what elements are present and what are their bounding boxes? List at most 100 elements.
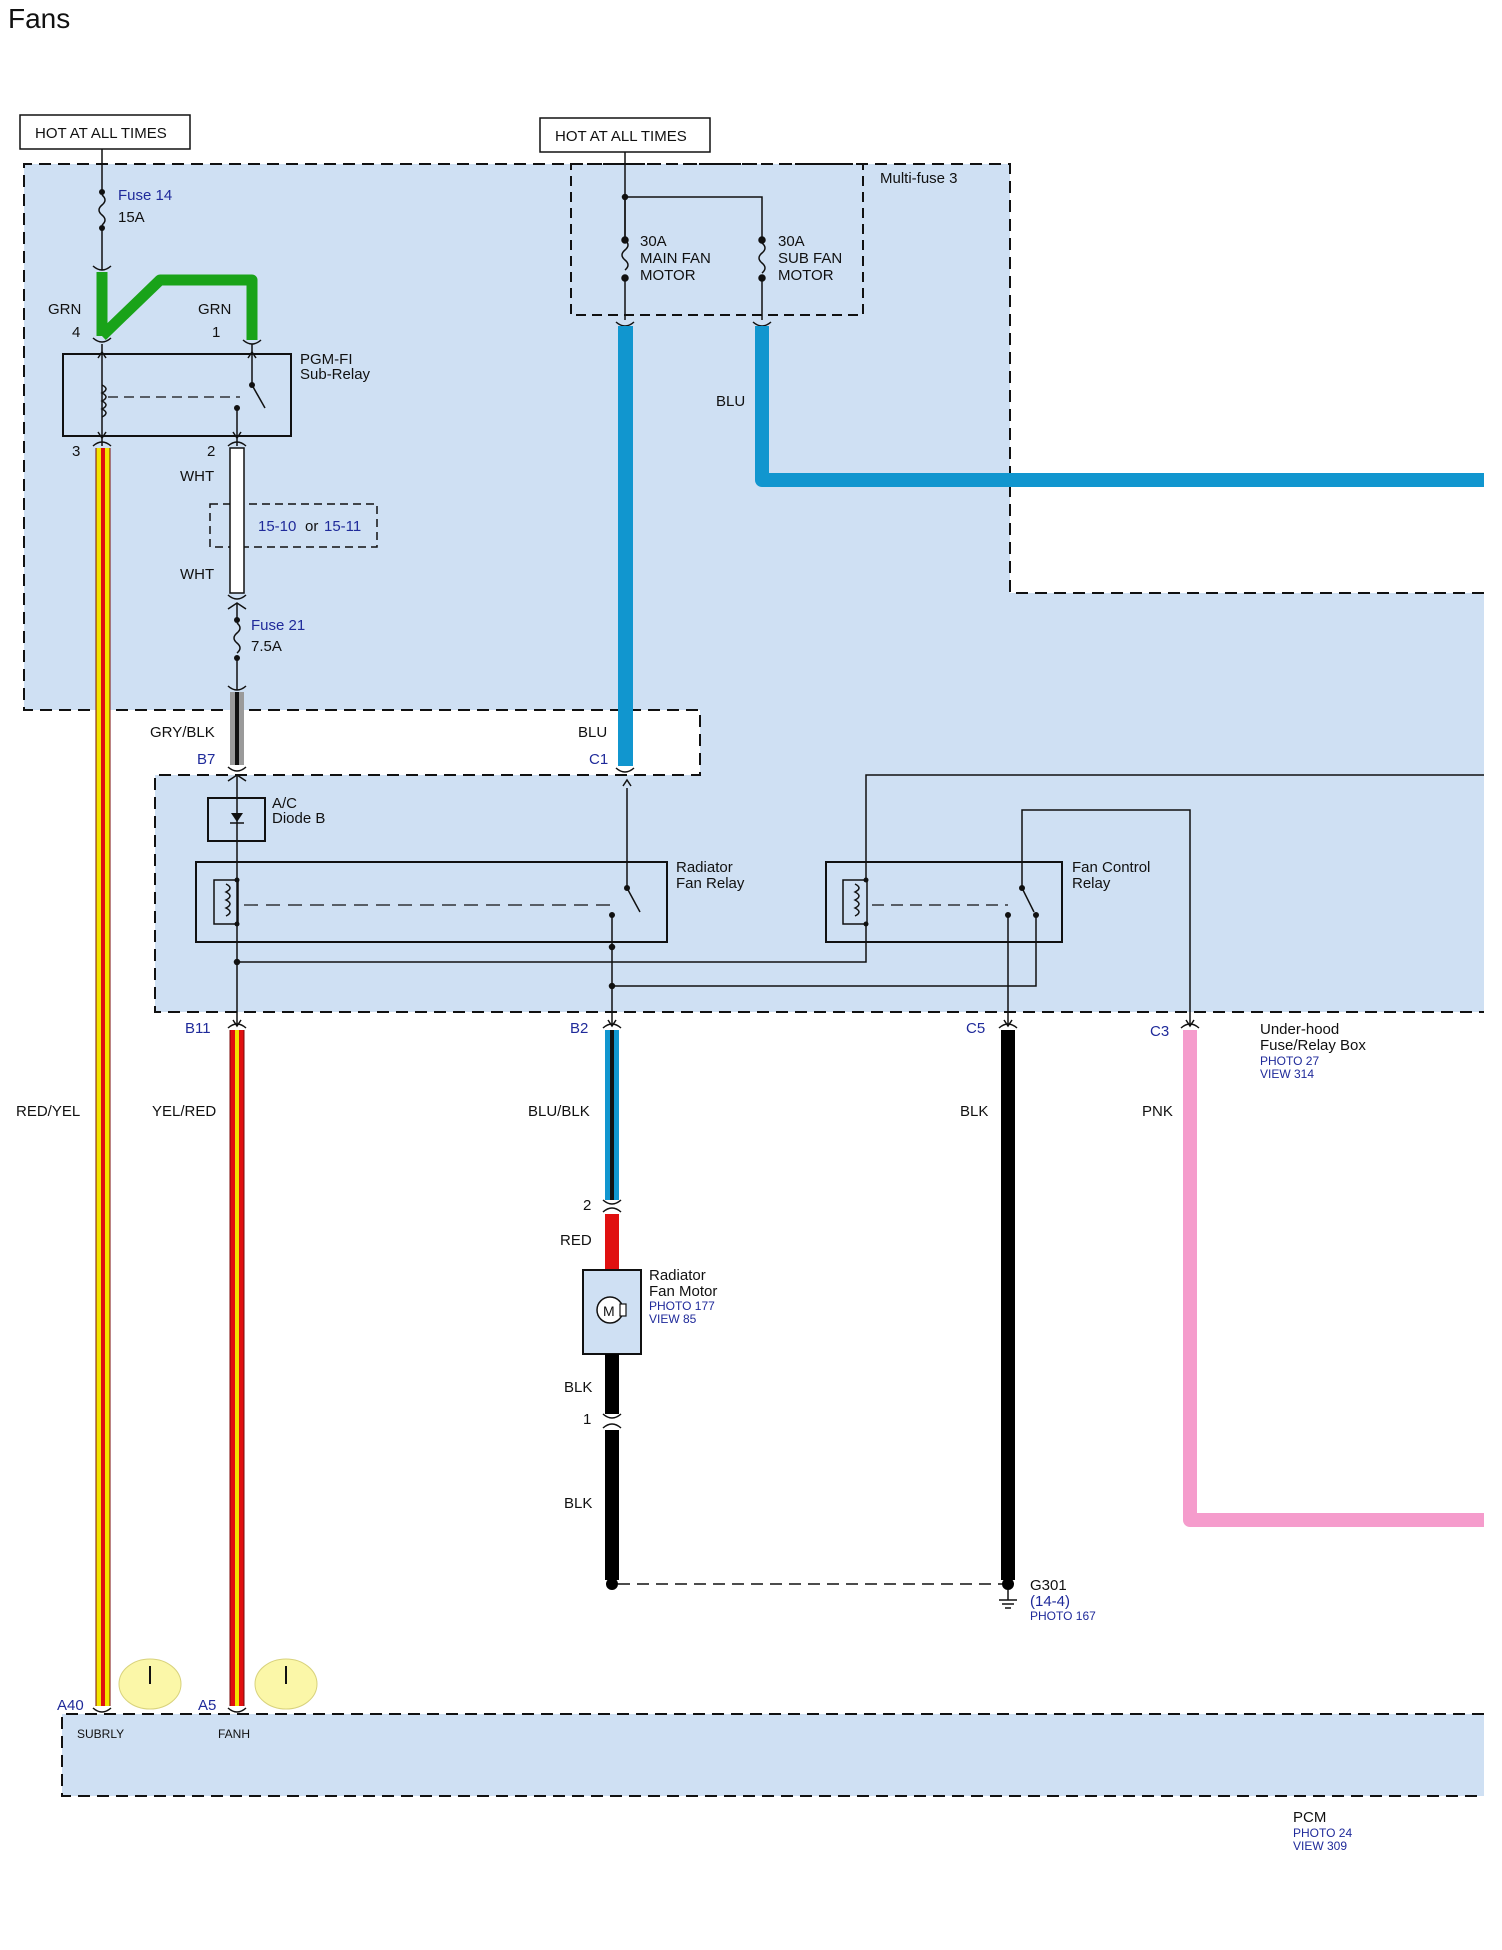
multifuse-box xyxy=(570,163,864,316)
underhood-view: VIEW 314 xyxy=(1260,1067,1314,1081)
fan-motor-photo: PHOTO 177 xyxy=(649,1299,715,1313)
pin-4: 4 xyxy=(72,324,80,341)
alt-fuse-a: 15-10 xyxy=(258,518,296,535)
conn-C3: C3 xyxy=(1150,1023,1169,1040)
diode-line1: A/C xyxy=(272,795,297,812)
motor-pin-2: 2 xyxy=(583,1197,591,1214)
fuse21 xyxy=(227,602,247,691)
ground-name: G301 xyxy=(1030,1577,1067,1594)
conn-A5: A5 xyxy=(198,1697,216,1714)
wire-label-grn-left: GRN xyxy=(48,301,81,318)
pcm-name: PCM xyxy=(1293,1809,1326,1826)
wire-blk-motor xyxy=(605,1354,619,1414)
fan-ctrl-relay-line2: Relay xyxy=(1072,875,1111,892)
alt-fuse-b: 15-11 xyxy=(324,518,361,535)
wire-label-pnk: PNK xyxy=(1142,1103,1173,1120)
wire-red xyxy=(605,1214,619,1274)
pcm-pin-fanh: FANH xyxy=(218,1727,250,1741)
pin-3: 3 xyxy=(72,443,80,460)
wire-label-blu-c1: BLU xyxy=(578,724,607,741)
rad-relay-line1: Radiator xyxy=(676,859,733,876)
ground-ref: (14-4) xyxy=(1030,1593,1070,1610)
clock-icon xyxy=(118,1658,182,1710)
wire-label-wht-top: WHT xyxy=(180,468,214,485)
fuse14-rating: 15A xyxy=(118,209,145,226)
underhood-line2: Fuse/Relay Box xyxy=(1260,1037,1366,1054)
fan-motor-line2: Fan Motor xyxy=(649,1283,717,1300)
underhood-line1: Under-hood xyxy=(1260,1021,1339,1038)
pcm-box xyxy=(62,1714,1484,1796)
ac-diode-b xyxy=(207,774,266,1025)
rad-relay-line2: Fan Relay xyxy=(676,875,745,892)
motor-pin-1: 1 xyxy=(583,1411,591,1428)
hot-label-left: HOT AT ALL TIMES xyxy=(35,125,167,142)
conn-A40: A40 xyxy=(57,1697,84,1714)
shaded-regions xyxy=(23,163,1484,1797)
pin-1: 1 xyxy=(212,324,220,341)
alt-fuse-or: or xyxy=(305,518,318,535)
underhood-box-bottom xyxy=(155,710,1484,1012)
diode-line2: Diode B xyxy=(272,810,325,827)
fan-motor-line1: Radiator xyxy=(649,1267,706,1284)
clock-icon xyxy=(254,1658,318,1710)
radiator-fan-motor: M xyxy=(582,1269,642,1355)
pin-2: 2 xyxy=(207,443,215,460)
wire-red-yel-stripe xyxy=(101,448,105,1706)
main-fuse-2: MAIN FAN xyxy=(640,250,711,267)
fan-motor-view: VIEW 85 xyxy=(649,1312,697,1326)
conn-B7: B7 xyxy=(197,751,215,768)
underhood-photo: PHOTO 27 xyxy=(1260,1054,1319,1068)
conn-B2: B2 xyxy=(570,1020,588,1037)
multifuse-3 xyxy=(615,152,772,327)
hot-box-left xyxy=(19,114,191,150)
sub-fuse-2: SUB FAN xyxy=(778,250,842,267)
wire-label-blk-motor: BLK xyxy=(564,1379,592,1396)
wire-label-blk-c5: BLK xyxy=(960,1103,988,1120)
sub-relay-name-2: Sub-Relay xyxy=(300,366,371,383)
diagram-title: Fans xyxy=(8,3,70,34)
multifuse-name: Multi-fuse 3 xyxy=(880,170,958,187)
pcm-view: VIEW 309 xyxy=(1293,1839,1347,1853)
hot-box-right xyxy=(539,117,711,153)
wire-blu-main xyxy=(618,326,633,766)
wire-blu-blk-stripe xyxy=(610,1030,614,1200)
sub-fuse-1: 30A xyxy=(778,233,805,250)
fan-ctrl-relay-line1: Fan Control xyxy=(1072,859,1150,876)
wire-label-gry-blk: GRY/BLK xyxy=(150,724,215,741)
conn-B11: B11 xyxy=(185,1020,211,1037)
wire-blk-ground xyxy=(605,1430,619,1580)
wire-label-blu-blk: BLU/BLK xyxy=(528,1103,590,1120)
wire-wht xyxy=(229,447,245,594)
fuse21-name: Fuse 21 xyxy=(251,617,305,634)
wire-label-yel-red: YEL/RED xyxy=(152,1103,216,1120)
wire-gry-blk-stripe xyxy=(235,692,239,765)
wire-grn xyxy=(96,272,258,340)
hot-label-right: HOT AT ALL TIMES xyxy=(555,128,687,145)
pcm-photo: PHOTO 24 xyxy=(1293,1826,1352,1840)
wire-blk-c5 xyxy=(1001,1030,1015,1580)
main-fuse-3: MOTOR xyxy=(640,267,696,284)
wire-label-grn-right: GRN xyxy=(198,301,231,318)
pcm-pin-subrly: SUBRLY xyxy=(77,1727,124,1741)
radiator-fan-relay xyxy=(195,778,668,1024)
main-fuse-1: 30A xyxy=(640,233,667,250)
wire-pnk xyxy=(1183,1030,1484,1527)
wire-label-red-yel: RED/YEL xyxy=(16,1103,80,1120)
wire-blu-sub xyxy=(755,326,1484,487)
fuse21-rating: 7.5A xyxy=(251,638,282,655)
internal-circuit-lines xyxy=(232,774,1484,1028)
fan-control-relay xyxy=(825,861,1063,943)
conn-C5: C5 xyxy=(966,1020,985,1037)
conn-C1: C1 xyxy=(589,751,608,768)
motor-symbol: M xyxy=(603,1303,615,1319)
wire-red-yel-connector xyxy=(92,441,112,447)
pcm-box-border xyxy=(61,1713,1484,1797)
alt-fuse-box xyxy=(209,503,378,548)
underhood-box-top-border xyxy=(23,163,1484,1013)
ground-symbol xyxy=(999,1590,1017,1609)
wire-label-blu-sub: BLU xyxy=(716,393,745,410)
wire-label-wht-bottom: WHT xyxy=(180,566,214,583)
wire-yel-red-stripe xyxy=(235,1030,239,1706)
underhood-box-top xyxy=(24,164,1484,710)
